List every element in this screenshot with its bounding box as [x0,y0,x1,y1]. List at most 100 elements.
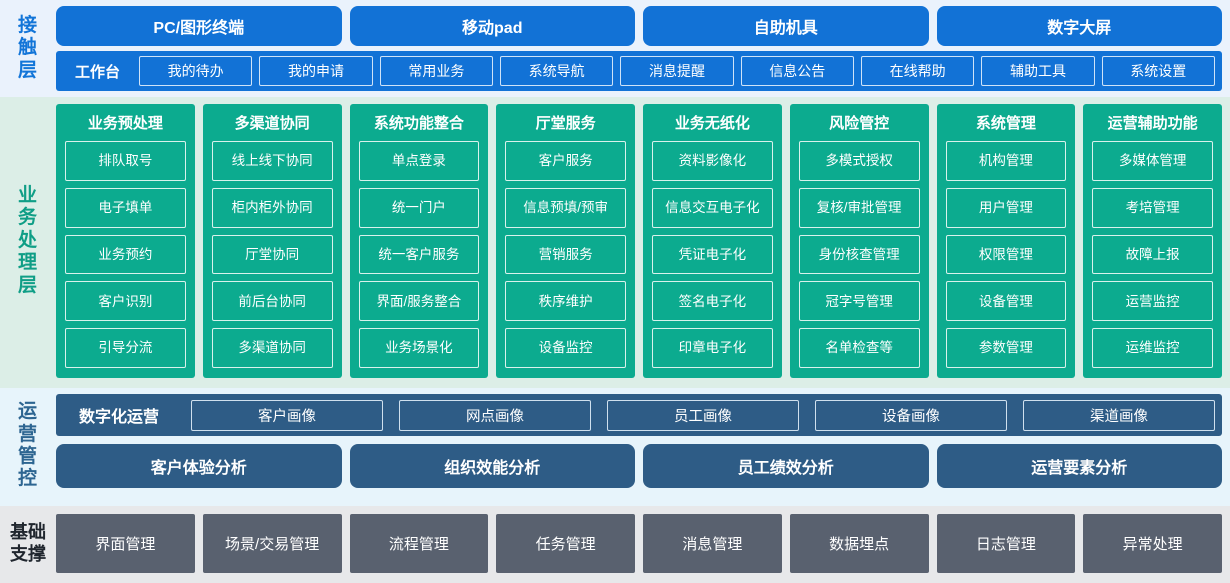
foundation-item-4[interactable]: 消息管理 [643,514,782,573]
analysis-item-0[interactable]: 客户体验分析 [56,444,342,488]
business-item[interactable]: 柜内柜外协同 [211,187,333,228]
foundation-item-5[interactable]: 数据埋点 [789,514,929,573]
business-item[interactable]: 业务预约 [65,234,186,275]
business-item[interactable]: 引导分流 [65,328,186,368]
workbench-item-5[interactable]: 信息公告 [740,56,854,86]
business-item[interactable]: 复核/审批管理 [798,187,920,228]
portrait-item-0[interactable]: 客户画像 [191,399,384,431]
business-item[interactable]: 故障上报 [1092,234,1213,275]
portrait-item-3[interactable]: 设备画像 [815,399,1008,431]
business-item[interactable]: 身份核查管理 [798,234,920,275]
business-item[interactable]: 资料影像化 [652,141,773,181]
foundation-item-1[interactable]: 场景/交易管理 [202,514,342,573]
business-column-0: 业务预处理排队取号电子填单业务预约客户识别引导分流 [56,104,195,378]
business-item[interactable]: 名单检查等 [798,328,920,368]
portrait-item-1[interactable]: 网点画像 [399,399,592,431]
workbench-item-3[interactable]: 系统导航 [500,56,614,86]
analysis-item-3[interactable]: 运营要素分析 [936,444,1222,488]
label-line: 支撑 [10,543,46,564]
workbench-item-2[interactable]: 常用业务 [379,56,493,86]
business-item[interactable]: 业务场景化 [358,328,480,368]
business-item[interactable]: 设备监控 [505,328,626,368]
business-item[interactable]: 印章电子化 [652,328,773,368]
contact-channel-1[interactable]: 移动pad [349,6,635,46]
business-item[interactable]: 参数管理 [945,328,1067,368]
business-column-title-3: 厅堂服务 [535,115,596,132]
business-column-7: 运营辅助功能多媒体管理考培管理故障上报运营监控运维监控 [1083,104,1222,378]
label-char: 层 [17,274,38,296]
business-item[interactable]: 机构管理 [945,141,1067,181]
business-item[interactable]: 秩序维护 [505,281,626,322]
analysis-item-2[interactable]: 员工绩效分析 [643,444,929,488]
business-item[interactable]: 运维监控 [1092,328,1213,368]
business-item[interactable]: 统一客户服务 [358,234,480,275]
business-column-6: 系统管理机构管理用户管理权限管理设备管理参数管理 [936,104,1076,378]
business-column-title-0: 业务预处理 [87,115,163,132]
workbench-item-1[interactable]: 我的申请 [259,56,373,86]
business-item[interactable]: 用户管理 [945,187,1067,228]
business-column-title-1: 多渠道协同 [234,115,310,132]
label-char: 处 [17,229,38,251]
layer-business-body: 业务预处理排队取号电子填单业务预约客户识别引导分流多渠道协同线上线下协同柜内柜外… [56,104,1222,378]
foundation-item-3[interactable]: 任务管理 [496,514,635,573]
business-item[interactable]: 前后台协同 [211,281,333,322]
label-char: 层 [17,59,38,81]
business-item[interactable]: 信息预填/预审 [505,187,626,228]
business-item[interactable]: 凭证电子化 [652,234,773,275]
business-column-title-2: 系统功能整合 [373,115,464,132]
business-item[interactable]: 多模式授权 [798,141,920,181]
workbench-item-4[interactable]: 消息提醒 [620,56,734,86]
business-item[interactable]: 运营监控 [1092,281,1213,322]
business-item[interactable]: 界面/服务整合 [358,281,480,322]
business-item[interactable]: 设备管理 [945,281,1067,322]
foundation-item-0[interactable]: 界面管理 [56,514,195,573]
business-item[interactable]: 客户服务 [505,141,626,181]
label-char: 控 [17,468,38,490]
digital-operations-bar: 数字化运营 客户画像网点画像员工画像设备画像渠道画像 [56,394,1222,436]
business-item[interactable]: 厅堂协同 [211,234,333,275]
foundation-item-7[interactable]: 异常处理 [1083,514,1222,573]
analysis-item-1[interactable]: 组织效能分析 [349,444,635,488]
business-item[interactable]: 客户识别 [65,281,186,322]
portrait-item-4[interactable]: 渠道画像 [1023,399,1216,431]
label-line: 基础 [10,522,46,543]
workbench-item-8[interactable]: 系统设置 [1101,56,1215,86]
workbench-title: 工作台 [75,63,121,81]
portrait-item-2[interactable]: 员工画像 [607,399,800,431]
contact-channel-3[interactable]: 数字大屏 [936,6,1222,46]
business-item[interactable]: 考培管理 [1092,187,1213,228]
foundation-items: 界面管理场景/交易管理流程管理任务管理消息管理数据埋点日志管理异常处理 [56,514,1222,573]
business-item[interactable]: 排队取号 [65,141,186,181]
business-item[interactable]: 单点登录 [358,141,480,181]
business-column-items-1: 线上线下协同柜内柜外协同厅堂协同前后台协同多渠道协同 [211,141,333,368]
layer-operations-body: 数字化运营 客户画像网点画像员工画像设备画像渠道画像 客户体验分析组织效能分析员… [56,394,1222,498]
contact-channel-0[interactable]: PC/图形终端 [56,6,342,46]
business-column-2: 系统功能整合单点登录统一门户统一客户服务界面/服务整合业务场景化 [349,104,489,378]
contact-channel-2[interactable]: 自助机具 [643,6,929,46]
business-item[interactable]: 多渠道协同 [211,328,333,368]
business-column-items-2: 单点登录统一门户统一客户服务界面/服务整合业务场景化 [358,141,480,368]
workbench-item-7[interactable]: 辅助工具 [981,56,1095,86]
business-item[interactable]: 统一门户 [358,187,480,228]
business-column-title-5: 风险管控 [829,115,890,132]
workbench-item-6[interactable]: 在线帮助 [860,56,975,86]
layer-business-label: 业务处理层 [0,104,56,378]
foundation-item-6[interactable]: 日志管理 [936,514,1076,573]
business-column-items-0: 排队取号电子填单业务预约客户识别引导分流 [65,141,186,368]
business-item[interactable]: 多媒体管理 [1092,141,1213,181]
workbench-item-0[interactable]: 我的待办 [139,56,253,86]
business-item[interactable]: 营销服务 [505,234,626,275]
business-column-items-5: 多模式授权复核/审批管理身份核查管理冠字号管理名单检查等 [798,141,920,368]
business-item[interactable]: 签名电子化 [652,281,773,322]
business-item[interactable]: 线上线下协同 [211,141,333,181]
foundation-item-2[interactable]: 流程管理 [349,514,489,573]
layer-operations-label: 运营管控 [0,394,56,498]
business-item[interactable]: 权限管理 [945,234,1067,275]
business-column-title-6: 系统管理 [975,115,1036,132]
business-item[interactable]: 冠字号管理 [798,281,920,322]
business-item[interactable]: 电子填单 [65,187,186,228]
business-item[interactable]: 信息交互电子化 [652,187,773,228]
